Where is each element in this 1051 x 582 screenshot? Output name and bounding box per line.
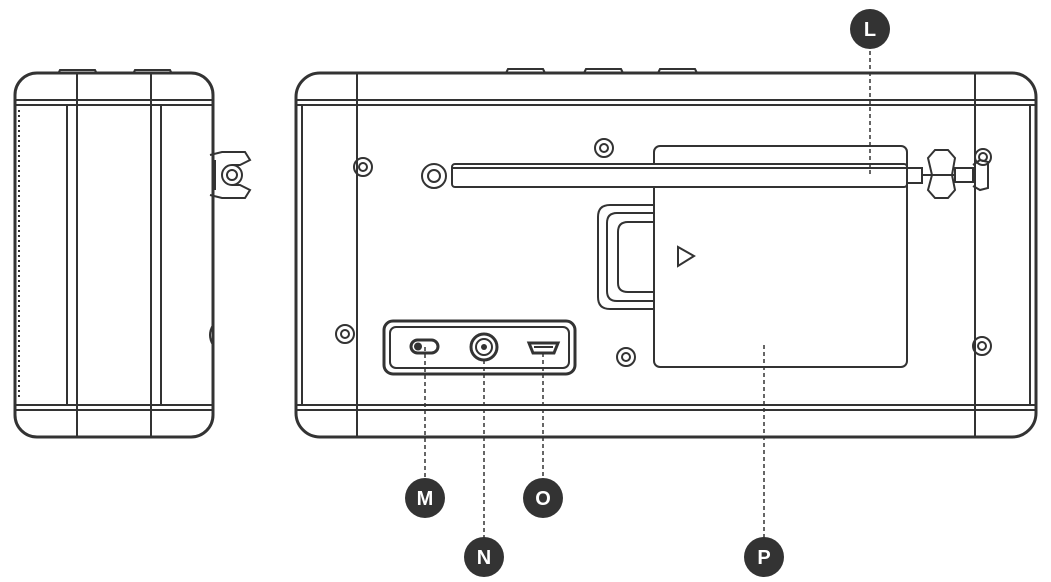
callout-label-n: N (477, 547, 491, 569)
battery-compartment-cover (653, 145, 908, 368)
screw (594, 138, 614, 158)
telescopic-antenna (421, 148, 992, 199)
connector-panel (382, 319, 577, 376)
micro-usb-port (526, 341, 561, 355)
callout-o: O (523, 478, 563, 518)
leader-lines (424, 44, 871, 540)
side-antenna-mount (209, 151, 252, 199)
callout-label-p: P (757, 547, 770, 569)
callout-label-m: M (417, 488, 434, 510)
headphone-jack (469, 332, 499, 362)
play-triangle-icon (677, 245, 696, 268)
back-view (294, 68, 1038, 439)
callout-n: N (464, 537, 504, 577)
callout-m: M (405, 478, 445, 518)
callout-label-o: O (535, 488, 551, 510)
callout-label-l: L (864, 19, 876, 41)
screw (335, 324, 355, 344)
screw (353, 157, 373, 177)
callout-p: P (744, 537, 784, 577)
screw (972, 336, 992, 356)
callout-l: L (850, 9, 890, 49)
side-view (13, 69, 252, 439)
screw (616, 347, 636, 367)
battery-cover-latch (597, 204, 655, 310)
power-switch (409, 338, 440, 355)
